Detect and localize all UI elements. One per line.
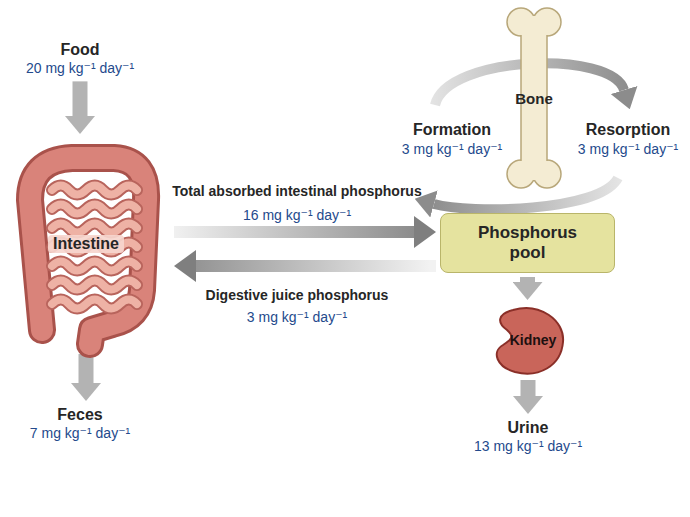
kidney-organ: Kidney (489, 304, 567, 376)
node-title: Feces (30, 405, 130, 424)
intestine-organ: Intestine (2, 138, 170, 350)
flow-value: 3 mg kg⁻¹ day⁻¹ (402, 140, 502, 158)
flow-value: 20 mg kg⁻¹ day⁻¹ (26, 59, 134, 77)
flow-value: 7 mg kg⁻¹ day⁻¹ (30, 424, 130, 442)
flow-label: Digestive juice phosphorus (206, 287, 389, 304)
food-source: Food20 mg kg⁻¹ day⁻¹ (26, 40, 134, 77)
node-title: Phosphorus pool (468, 223, 588, 264)
urine-output: Urine13 mg kg⁻¹ day⁻¹ (474, 418, 582, 455)
flow-arrow (73, 81, 88, 116)
process-label: Resorption (586, 120, 670, 139)
flow-value: 3 mg kg⁻¹ day⁻¹ (247, 308, 347, 326)
flow-value: 16 mg kg⁻¹ day⁻¹ (243, 206, 351, 224)
flow-label: Total absorbed intestinal phosphorus (172, 183, 421, 200)
node-title: Kidney (500, 332, 557, 348)
phosphorus-pool-box: Phosphorus pool (440, 213, 615, 273)
node-title: Urine (474, 418, 582, 437)
flow-arrow (174, 226, 414, 238)
flow-arrow (196, 260, 436, 272)
node-title: Bone (515, 90, 553, 107)
bone-illustration: Bone (502, 4, 566, 192)
node-title: Intestine (48, 235, 124, 253)
flow-value: 3 mg kg⁻¹ day⁻¹ (578, 140, 678, 158)
flow-arrow (520, 277, 535, 282)
flow-arrow (521, 380, 536, 396)
node-title: Food (26, 40, 134, 59)
flow-arrow (79, 354, 94, 383)
process-label: Formation (413, 120, 491, 139)
feces-output: Feces7 mg kg⁻¹ day⁻¹ (30, 405, 130, 442)
flow-value: 13 mg kg⁻¹ day⁻¹ (474, 437, 582, 455)
